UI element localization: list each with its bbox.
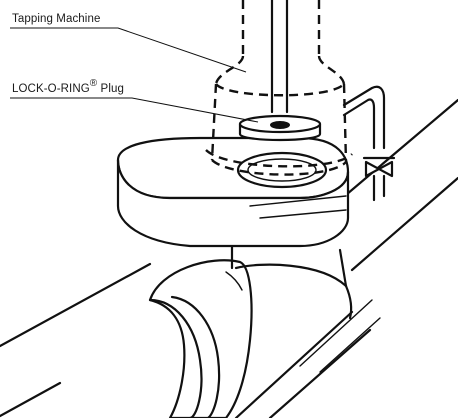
callout-lock-o-ring-plug: LOCK-O-RING® Plug: [10, 78, 259, 123]
tapping-machine: [205, 0, 353, 176]
tapping-machine-leader: [10, 27, 247, 73]
tapping-machine-label: Tapping Machine: [12, 13, 100, 25]
pipe: [0, 98, 458, 418]
fitting-sleeve: [148, 244, 353, 418]
lock-o-ring-plug-label: LOCK-O-RING® Plug: [12, 78, 124, 95]
valve: [362, 156, 396, 202]
lock-o-ring-plug: [238, 114, 322, 142]
bypass-line: [342, 85, 386, 150]
fitting-body: [116, 136, 350, 248]
callout-tapping-machine: Tapping Machine: [10, 13, 247, 73]
lock-o-ring-plug-leader: [10, 97, 259, 123]
